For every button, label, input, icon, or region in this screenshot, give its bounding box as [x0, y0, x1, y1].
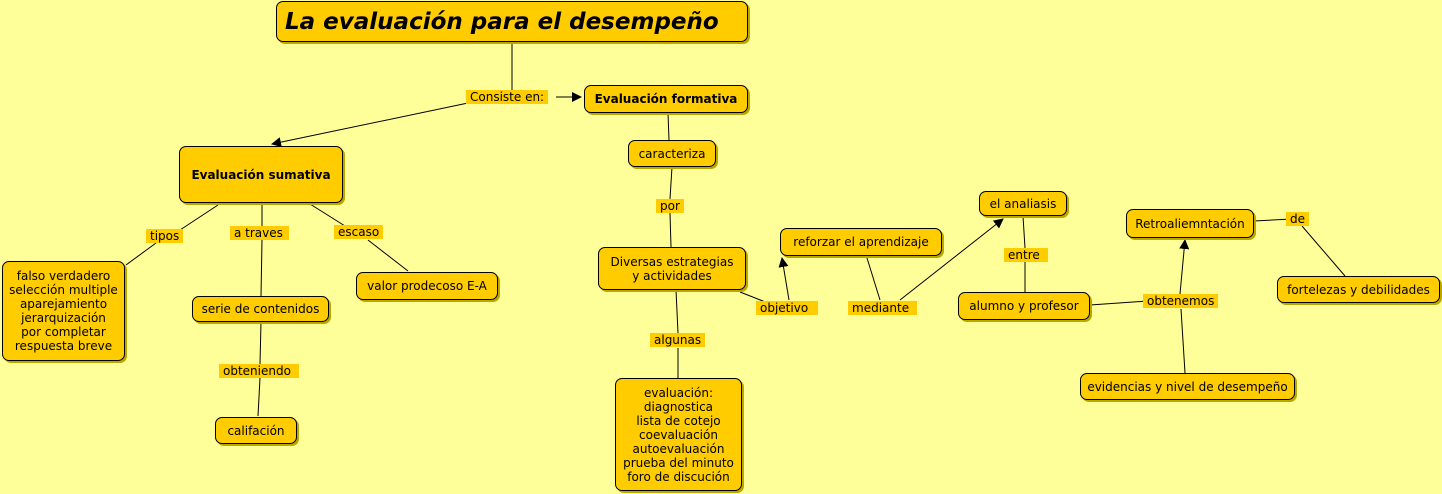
- node-caracteriza: caracteriza: [628, 140, 716, 167]
- link-escaso: escaso: [334, 225, 384, 239]
- connector-mediante-analisis: [899, 218, 1004, 301]
- connector-evidencias-obtenemos: [1180, 308, 1186, 374]
- node-evaluacion-formativa: Evaluación formativa: [584, 85, 748, 113]
- connector-caracteriza-por: [669, 166, 673, 200]
- link-tipos: tipos: [146, 229, 184, 243]
- connector-diversas-algunas: [675, 289, 679, 334]
- node-fortalezas-debilidades: fortelezas y debilidades: [1277, 276, 1440, 303]
- node-el-analisis: el analiasis: [979, 191, 1067, 216]
- connector-por-diversas: [669, 212, 672, 248]
- node-diversas-estrategias: Diversas estrategias y actividades: [598, 247, 746, 290]
- node-evaluacion-sumativa: Evaluación sumativa: [179, 146, 343, 203]
- link-algunas: algunas: [650, 333, 706, 347]
- connector-atraves-serie: [260, 239, 263, 297]
- connector-reforzar-mediante: [866, 257, 881, 301]
- connector-obteniendo-calificacion: [257, 377, 261, 417]
- connector-alumno-obtenemos: [1089, 300, 1148, 306]
- connector-de-fortalezas: [1301, 225, 1346, 277]
- node-calificacion: califación: [215, 417, 297, 444]
- connector-serie-obteniendo: [259, 321, 262, 365]
- connector-obtenemos-retro: [1179, 239, 1190, 295]
- link-consiste-en: Consiste en:: [466, 90, 549, 104]
- link-a-traves: a traves: [230, 226, 289, 240]
- link-obteniendo: obteniendo: [219, 364, 299, 378]
- link-objetivo: objetivo: [756, 301, 819, 315]
- connector-retro-de: [1253, 218, 1292, 222]
- link-por: por: [656, 199, 684, 213]
- connector-consiste-sumativa: [271, 102, 469, 148]
- link-de: de: [1286, 212, 1309, 226]
- link-obtenemos: obtenemos: [1143, 294, 1219, 308]
- connector-sumativa-tipos: [179, 204, 219, 231]
- map-title: La evaluación para el desempeño: [276, 1, 748, 42]
- node-serie-contenidos: serie de contenidos: [192, 296, 329, 322]
- node-evidencias-desempeno: evidencias y nivel de desempeño: [1080, 373, 1295, 400]
- link-entre: entre: [1004, 248, 1048, 262]
- connector-formativa-caracteriza: [667, 112, 670, 141]
- link-mediante: mediante: [848, 301, 918, 315]
- node-retroalimentacion: Retroaliemntación: [1126, 209, 1254, 238]
- node-reforzar-aprendizaje: reforzar el aprendizaje: [780, 228, 942, 256]
- connector-sumativa-escaso: [309, 203, 346, 227]
- node-evaluacion-instrumentos: evaluación: diagnostica lista de cotejo …: [615, 378, 742, 491]
- connector-escaso-valor: [367, 239, 409, 272]
- node-alumno-profesor: alumno y profesor: [958, 292, 1090, 320]
- node-valor-proceso: valor prodecoso E-A: [356, 272, 498, 300]
- connector-analisis-entre: [1022, 215, 1026, 249]
- node-tipos-reactivos: falso verdadero selección multiple apare…: [2, 261, 125, 361]
- connector-objetivo-reforzar: [778, 257, 790, 301]
- connector-tipos-list: [125, 242, 157, 266]
